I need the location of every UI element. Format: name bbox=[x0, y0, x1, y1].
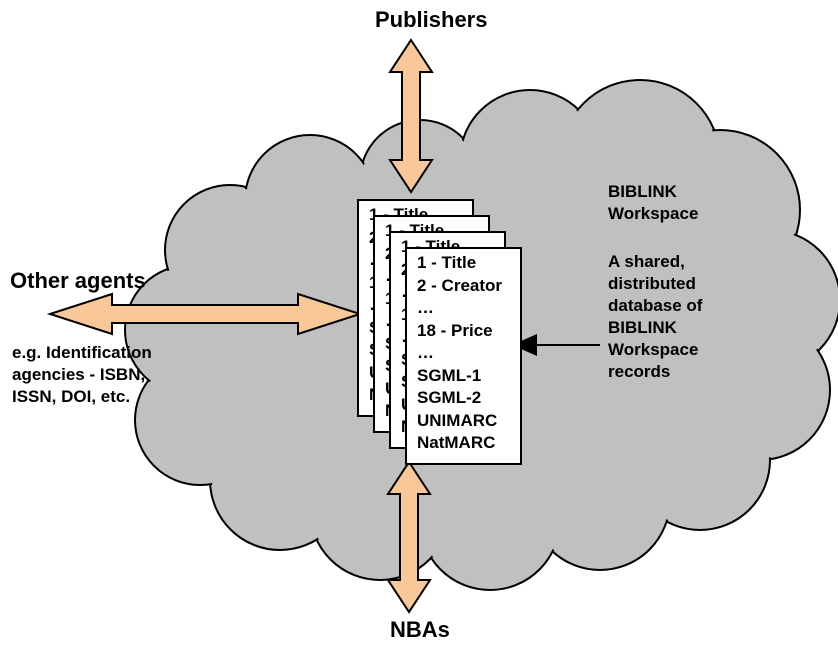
record-field: NatMARC bbox=[417, 433, 496, 452]
publishers-arrow bbox=[388, 38, 434, 194]
record-field: 1 - Title bbox=[417, 253, 477, 272]
workspace-desc-line: distributed bbox=[608, 274, 696, 293]
record-field: … bbox=[417, 343, 434, 362]
workspace-desc-line: A shared, bbox=[608, 252, 685, 271]
record-field: SGML-2 bbox=[417, 388, 482, 407]
record-field: SGML-1 bbox=[417, 365, 482, 385]
agents-examples: e.g. Identification agencies - ISBN, ISS… bbox=[12, 342, 152, 408]
record-field: 2 - Creator bbox=[417, 275, 503, 295]
workspace-title-line: Workspace bbox=[608, 204, 699, 223]
other-agents-label: Other agents bbox=[10, 268, 146, 293]
publishers-label: Publishers bbox=[375, 7, 488, 32]
workspace-title-line: BIBLINK bbox=[608, 182, 677, 201]
workspace-desc-line: BIBLINK bbox=[608, 318, 677, 337]
workspace-title: BIBLINK Workspace bbox=[608, 181, 698, 225]
workspace-description: A shared, distributed database of BIBLIN… bbox=[608, 251, 702, 383]
workspace-desc-line: database of bbox=[608, 296, 703, 315]
workspace-pointer-head bbox=[512, 334, 537, 356]
agents-example-line: ISSN, DOI, etc. bbox=[12, 387, 131, 406]
nbas-label: NBAs bbox=[390, 617, 450, 642]
agents-example-line: e.g. Identification bbox=[12, 343, 152, 362]
workspace-desc-line: Workspace bbox=[608, 340, 699, 359]
workspace-desc-line: records bbox=[608, 362, 671, 381]
record-field: UNIMARC bbox=[417, 410, 498, 430]
record-field: … bbox=[417, 298, 434, 317]
record-field: 18 - Price bbox=[417, 320, 493, 340]
nbas-arrow bbox=[386, 460, 432, 614]
agents-example-line: agencies - ISBN, bbox=[12, 365, 146, 384]
